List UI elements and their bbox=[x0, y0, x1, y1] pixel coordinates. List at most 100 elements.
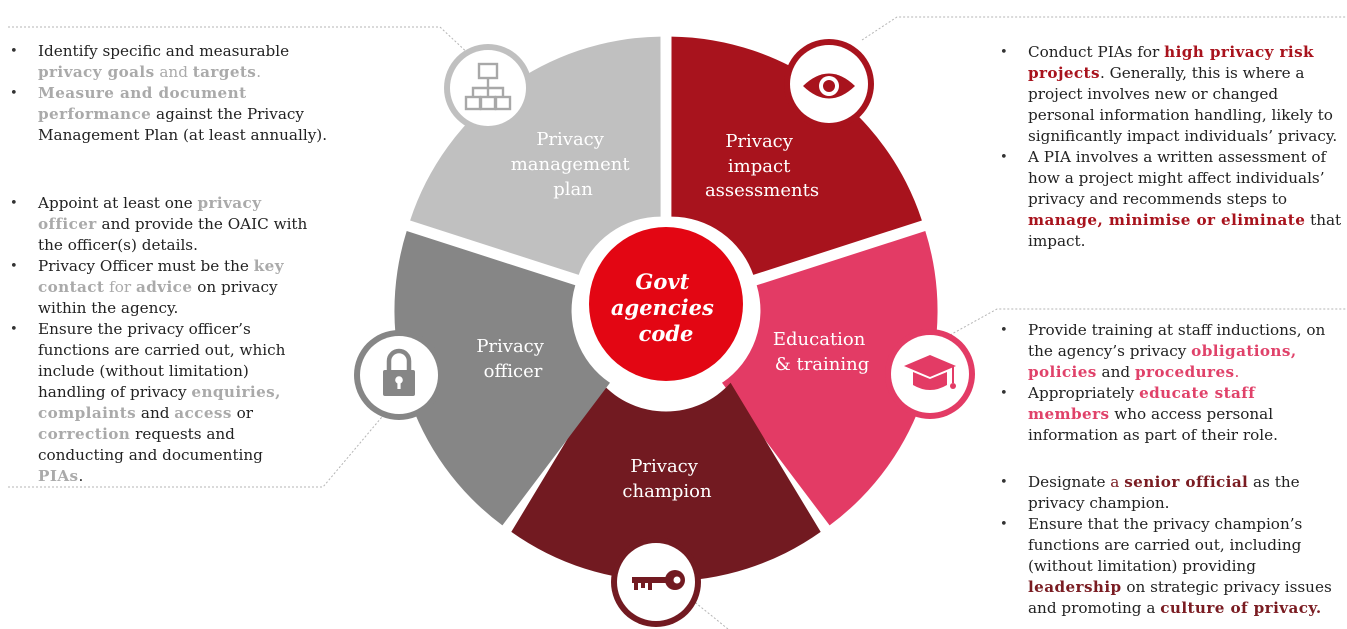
segment-label-line: Privacy bbox=[630, 456, 698, 477]
text-run: or bbox=[231, 404, 254, 422]
text-run: . bbox=[1234, 363, 1240, 381]
text-run: and bbox=[136, 404, 175, 422]
officer-description: Appoint at least one privacy officer and… bbox=[10, 193, 310, 487]
padlock-icon bbox=[354, 330, 444, 420]
plan-bullet-list: Identify specific and measurable privacy… bbox=[10, 41, 340, 146]
text-run: procedures bbox=[1134, 363, 1235, 381]
center-label-line: code bbox=[639, 321, 694, 346]
officer-bullet-list: Appoint at least one privacy officer and… bbox=[10, 193, 310, 487]
text-run: . bbox=[78, 467, 84, 485]
text-run: obligations, policies bbox=[1028, 342, 1297, 381]
education-description: Provide training at staff inductions, on… bbox=[1000, 320, 1340, 446]
text-run: Privacy Officer must be the bbox=[38, 257, 254, 275]
text-run: key contact bbox=[38, 257, 284, 296]
segment-privacy-champion bbox=[511, 382, 821, 582]
graduation-cap-icon bbox=[885, 329, 975, 419]
segment-privacy-management-plan bbox=[410, 36, 661, 275]
connector-pia bbox=[861, 16, 1347, 41]
text-run: Identify specific and measurable bbox=[38, 42, 290, 60]
text-run: and bbox=[154, 63, 193, 81]
segment-label-line: Privacy bbox=[476, 336, 544, 357]
bullet-item: Ensure that the privacy champion’s funct… bbox=[1000, 514, 1340, 619]
text-run: on privacy within the agency. bbox=[38, 278, 278, 317]
key-icon bbox=[611, 537, 701, 627]
text-run: Designate bbox=[1028, 473, 1111, 491]
text-run: privacy officer bbox=[38, 194, 262, 233]
bullet-item: Appoint at least one privacy officer and… bbox=[10, 193, 310, 256]
segment-label-champion: Privacy champion bbox=[622, 456, 712, 502]
text-run: Ensure the privacy officer’s functions a… bbox=[38, 320, 286, 401]
segment-label-line: officer bbox=[484, 361, 543, 382]
text-run: Ensure that the privacy champion’s funct… bbox=[1028, 515, 1303, 575]
center-label: Govt agencies code bbox=[611, 269, 721, 346]
segment-label-line: Privacy bbox=[725, 131, 793, 152]
text-run: against the Privacy Management Plan (at … bbox=[38, 105, 328, 144]
text-run: for bbox=[104, 278, 137, 296]
text-run: A PIA involves a written assessment of h… bbox=[1028, 148, 1327, 208]
bullet-item: A PIA involves a written assessment of h… bbox=[1000, 147, 1345, 252]
eye-icon bbox=[784, 39, 874, 129]
segment-label-plan: Privacy management plan bbox=[511, 129, 636, 200]
text-run: advice bbox=[136, 278, 193, 296]
segment-label-line: Education bbox=[773, 329, 866, 350]
segment-education-training bbox=[722, 231, 938, 526]
bullet-item: Appropriately educate staff members who … bbox=[1000, 383, 1340, 446]
text-run: a bbox=[1110, 473, 1125, 491]
pia-bullet-list: Conduct PIAs for high privacy risk proje… bbox=[1000, 42, 1345, 252]
bullet-item: Identify specific and measurable privacy… bbox=[10, 41, 340, 83]
text-run: correction bbox=[38, 425, 131, 443]
bullet-item: Provide training at staff inductions, on… bbox=[1000, 320, 1340, 383]
text-run: on strategic privacy issues and promotin… bbox=[1028, 578, 1332, 617]
champion-bullet-list: Designate a senior official as the priva… bbox=[1000, 472, 1340, 619]
text-run: and bbox=[1096, 363, 1135, 381]
text-run: high privacy risk projects bbox=[1028, 43, 1314, 82]
segment-label-line: impact bbox=[728, 156, 791, 177]
connector-education bbox=[949, 308, 1347, 336]
segment-label-line: assessments bbox=[705, 180, 819, 201]
segment-label-line: management bbox=[511, 154, 631, 175]
bullet-item: Privacy Officer must be the key contact … bbox=[10, 256, 310, 319]
segment-label-line: champion bbox=[622, 481, 712, 502]
segment-label-education: Education & training bbox=[773, 329, 871, 375]
segment-privacy-impact-assessments bbox=[671, 36, 922, 275]
text-run: leadership bbox=[1028, 578, 1122, 596]
text-run: educate staff members bbox=[1028, 384, 1256, 423]
text-run: . bbox=[256, 63, 262, 81]
segment-label-line: plan bbox=[553, 179, 593, 200]
text-run: targets bbox=[192, 63, 257, 81]
text-run: Measure and document performance bbox=[38, 84, 247, 123]
connector-lines bbox=[8, 16, 1347, 629]
plan-description: Identify specific and measurable privacy… bbox=[10, 41, 340, 146]
text-run: requests and conducting and documenting bbox=[38, 425, 263, 464]
text-run: culture of privacy. bbox=[1160, 599, 1322, 617]
text-run: Conduct PIAs for bbox=[1028, 43, 1165, 61]
segment-label-line: & training bbox=[775, 354, 870, 375]
bullet-item: Conduct PIAs for high privacy risk proje… bbox=[1000, 42, 1345, 147]
education-bullet-list: Provide training at staff inductions, on… bbox=[1000, 320, 1340, 446]
text-run: that impact. bbox=[1028, 211, 1342, 250]
champion-description: Designate a senior official as the priva… bbox=[1000, 472, 1340, 619]
text-run: who access personal information as part … bbox=[1028, 405, 1278, 444]
text-run: PIAs bbox=[38, 467, 79, 485]
segment-privacy-officer bbox=[394, 231, 610, 526]
text-run: and provide the OAIC with the officer(s)… bbox=[38, 215, 308, 254]
text-run: Appropriately bbox=[1028, 384, 1140, 402]
bullet-item: Designate a senior official as the priva… bbox=[1000, 472, 1340, 514]
center-label-line: agencies bbox=[611, 295, 714, 320]
text-run: as the privacy champion. bbox=[1028, 473, 1300, 512]
connector-officer bbox=[8, 404, 393, 488]
text-run: access bbox=[174, 404, 232, 422]
bullet-item: Measure and document performance against… bbox=[10, 83, 340, 146]
text-run: Appoint at least one bbox=[38, 194, 198, 212]
text-run: enquiries, complaints bbox=[38, 383, 281, 422]
text-run: Provide training at staff inductions, on… bbox=[1028, 321, 1326, 360]
hierarchy-icon bbox=[444, 44, 532, 132]
segment-label-pia: Privacy impact assessments bbox=[705, 131, 819, 201]
text-run: senior official bbox=[1124, 473, 1249, 491]
text-run: . Generally, this is where a project inv… bbox=[1028, 64, 1338, 145]
connector-plan bbox=[8, 26, 489, 73]
bullet-item: Ensure the privacy officer’s functions a… bbox=[10, 319, 310, 487]
segment-label-officer: Privacy officer bbox=[476, 336, 549, 382]
center-circle bbox=[589, 227, 743, 381]
